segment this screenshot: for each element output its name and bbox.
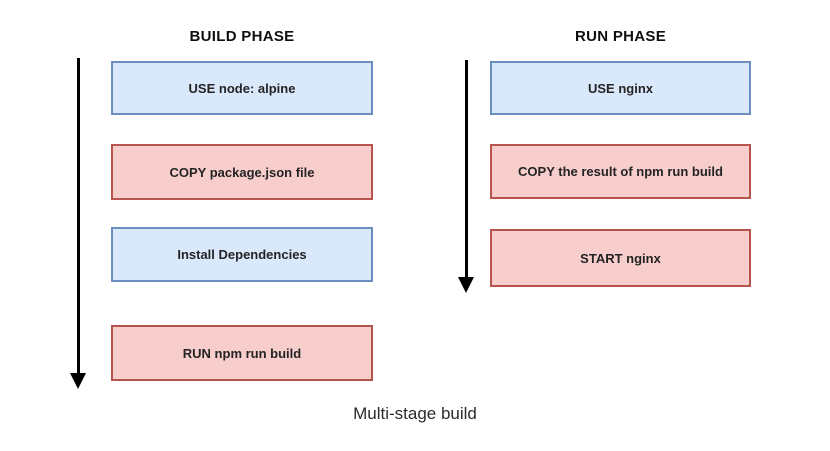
step-box-copy-package-json: COPY package.json file — [111, 144, 373, 200]
step-label: USE nginx — [587, 80, 653, 96]
step-box-start-nginx: START nginx — [490, 229, 751, 287]
step-box-use-node-alpine: USE node: alpine — [111, 61, 373, 115]
arrow-head-icon — [458, 277, 474, 293]
step-box-run-npm-run-build: RUN npm run build — [111, 325, 373, 381]
step-box-copy-build-result: COPY the result of npm run build — [490, 144, 751, 199]
step-label: COPY the result of npm run build — [518, 164, 723, 179]
step-label: USE node: alpine — [188, 80, 296, 96]
step-label: Install Dependencies — [177, 247, 307, 262]
step-box-install-dependencies: Install Dependencies — [111, 227, 373, 282]
run-phase-title: RUN PHASE — [574, 28, 667, 45]
step-label: COPY package.json file — [169, 164, 315, 180]
build-phase-title: BUILD PHASE — [189, 28, 295, 45]
diagram-caption: Multi-stage build — [353, 404, 477, 423]
arrow-shaft — [76, 58, 80, 373]
arrow-head-icon — [70, 373, 86, 389]
arrow-shaft — [464, 60, 468, 277]
build-phase-arrow-icon — [69, 58, 87, 389]
step-box-use-nginx: USE nginx — [490, 61, 751, 115]
step-label: RUN npm run build — [182, 345, 302, 361]
run-phase-arrow-icon — [457, 60, 475, 293]
step-label: START nginx — [580, 250, 661, 266]
